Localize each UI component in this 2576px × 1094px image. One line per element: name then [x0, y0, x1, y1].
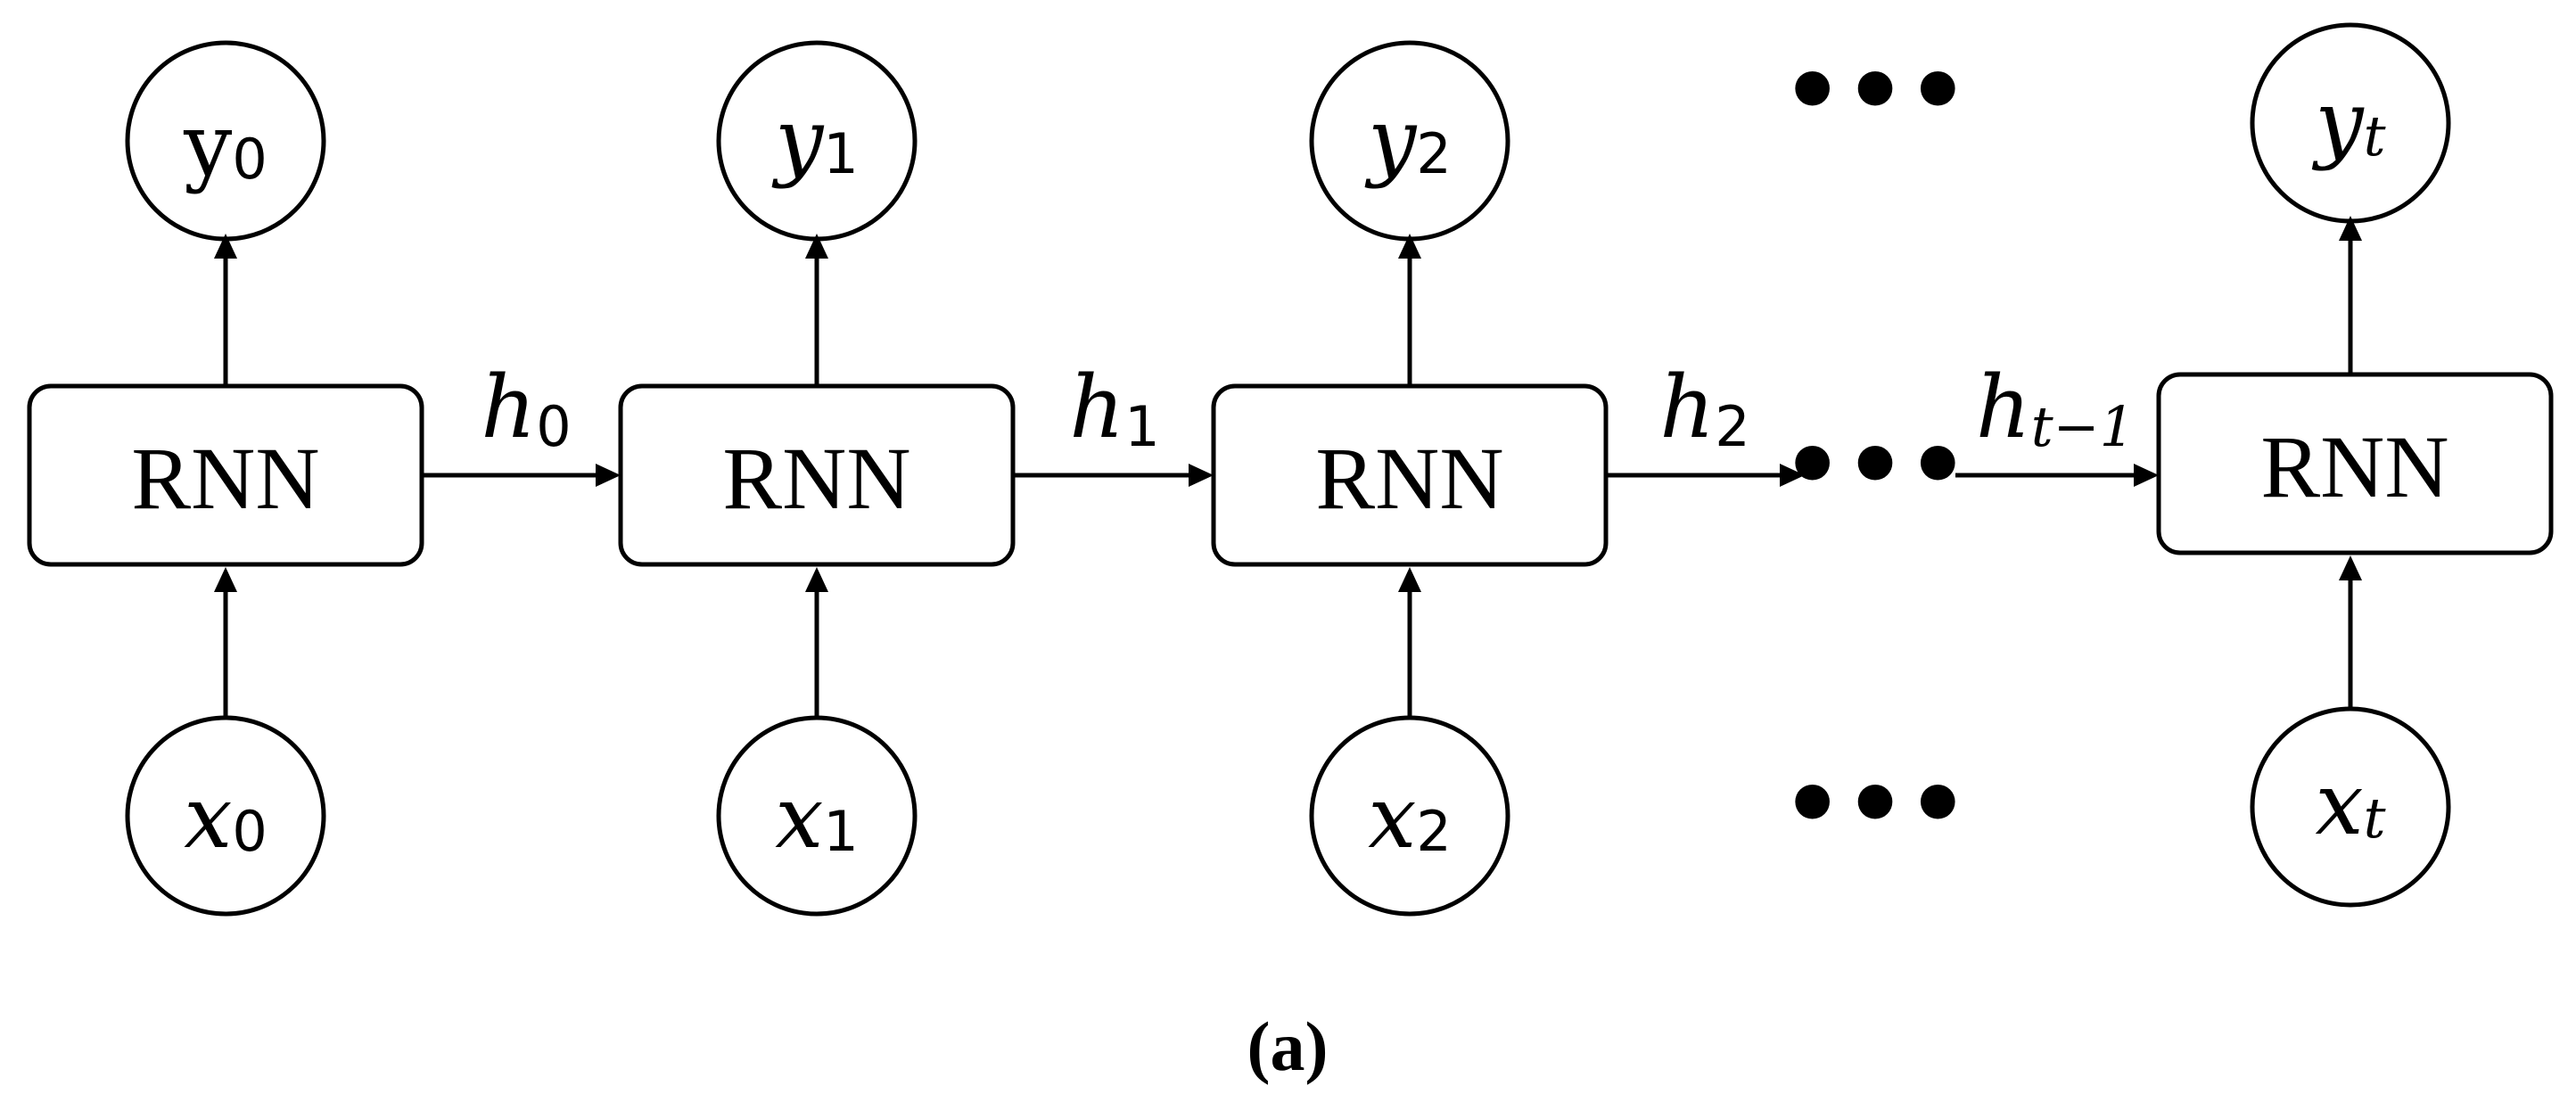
cell-0: y0 RNN x0: [27, 40, 424, 917]
cell-2: y2 RNN x2: [1211, 40, 1609, 917]
input-label-x1: x1: [775, 768, 859, 868]
rnn-cell-t: [2156, 372, 2554, 555]
arrowhead-up: [214, 567, 237, 592]
hidden-label-h1: h1: [1069, 358, 1159, 459]
cell-1: y1 RNN x1: [618, 40, 1016, 917]
ellipsis-middle: •••: [1782, 408, 1970, 522]
arrowhead-up: [1398, 234, 1421, 259]
input-node-x2: [1309, 715, 1510, 917]
hidden-label-h2: h2: [1659, 358, 1749, 459]
output-label-yt: yt: [2311, 72, 2385, 172]
hidden-label-ht-1: ht−1: [1976, 358, 2135, 459]
input-label-x2: x2: [1368, 768, 1452, 868]
arrowhead-up: [214, 234, 237, 259]
arrowhead-up: [2339, 216, 2362, 241]
input-node-x1: [716, 715, 918, 917]
arrowhead-up: [1398, 567, 1421, 592]
hidden-arrow-h2: h2: [1606, 358, 1805, 487]
input-node-x0: [125, 715, 326, 917]
arrowhead-up: [2339, 555, 2362, 580]
ellipsis-top: •••: [1782, 34, 1970, 148]
rnn-label-1: RNN: [722, 429, 910, 528]
output-label-y1: y1: [771, 90, 859, 190]
ellipsis-bottom: •••: [1782, 747, 1970, 861]
rnn-label-0: RNN: [131, 429, 319, 528]
arrowhead-right: [1780, 464, 1805, 487]
arrowhead-up: [805, 234, 828, 259]
hidden-arrow-ht-1: ht−1: [1955, 358, 2159, 487]
rnn-label-t: RNN: [2260, 417, 2448, 516]
arrowhead-right: [2134, 464, 2159, 487]
arrowhead-right: [596, 464, 621, 487]
cell-t: yt RNN xt: [2156, 22, 2554, 908]
arrowhead-right: [1189, 464, 1214, 487]
input-node-xt: [2250, 706, 2451, 908]
input-label-x0: x0: [184, 768, 267, 868]
output-label-y0: y0: [183, 95, 267, 195]
arrowhead-up: [805, 567, 828, 592]
hidden-arrow-h0: h0: [422, 358, 621, 487]
input-label-xt: xt: [2315, 754, 2385, 854]
figure-caption: (a): [1247, 1008, 1329, 1085]
rnn-label-2: RNN: [1315, 429, 1503, 528]
hidden-label-h0: h0: [481, 358, 571, 459]
output-label-y2: y2: [1364, 90, 1452, 190]
hidden-arrow-h1: h1: [1013, 358, 1214, 487]
